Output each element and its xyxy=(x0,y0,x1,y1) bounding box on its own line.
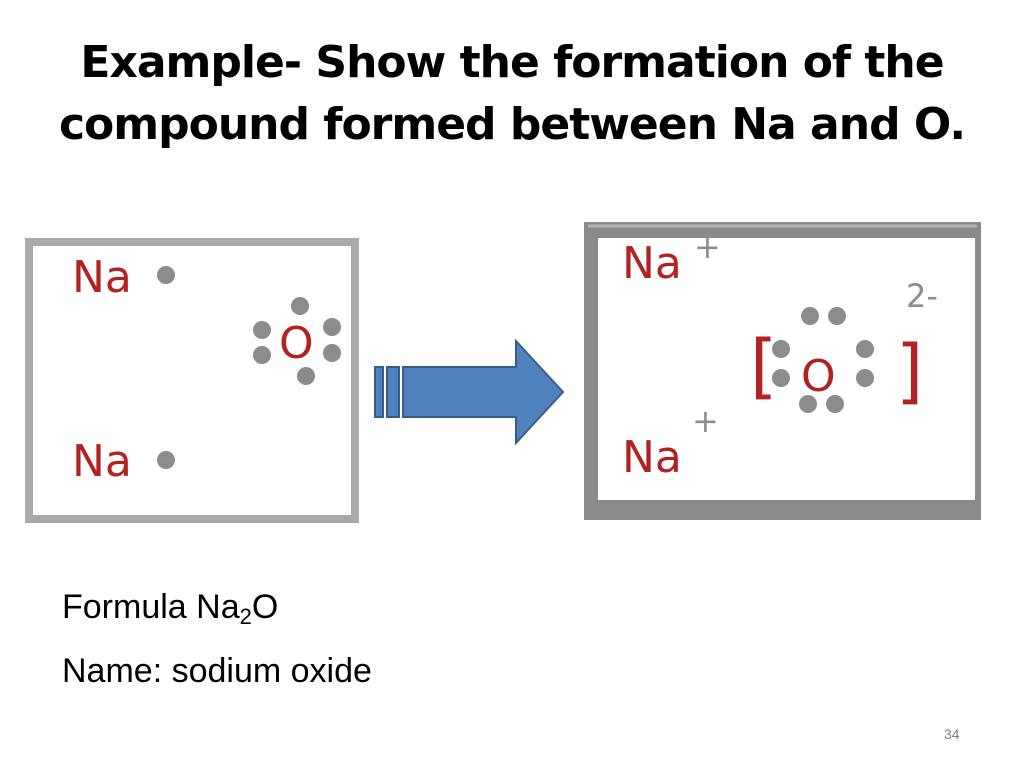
sodium-charge-top: + xyxy=(694,228,721,266)
electron-dot xyxy=(801,307,819,325)
electron-dot xyxy=(828,307,846,325)
electron-dot xyxy=(856,369,874,387)
electron-dot xyxy=(772,369,790,387)
electron-dot xyxy=(323,318,341,336)
arrow-head xyxy=(402,338,565,446)
sodium-symbol-top: Na xyxy=(72,252,132,303)
electron-dot xyxy=(253,346,271,364)
formula-subscript: 2 xyxy=(239,604,252,629)
bracket-left: [ xyxy=(750,325,777,407)
slide-title: Example- Show the formation of the compo… xyxy=(0,32,1024,156)
oxygen-symbol: O xyxy=(279,318,314,369)
arrow-tail-bar xyxy=(374,366,384,418)
reactants-panel: Na Na O xyxy=(25,238,359,523)
bracket-right: ] xyxy=(896,330,923,412)
compound-name: Name: sodium oxide xyxy=(62,652,372,690)
electron-dot xyxy=(297,367,315,385)
arrow-tail-bar xyxy=(386,366,400,418)
electron-dot xyxy=(799,395,817,413)
product-box-inner xyxy=(598,238,975,500)
electron-dot xyxy=(291,297,309,315)
title-line-2: compound formed between Na and O. xyxy=(58,99,966,150)
title-line-1: Example- Show the formation of the xyxy=(80,37,944,88)
formula-line: Formula Na2O xyxy=(62,587,279,629)
electron-dot xyxy=(157,266,175,284)
electron-dot xyxy=(253,321,271,339)
page-number: 34 xyxy=(944,726,960,742)
formula-label: Formula Na xyxy=(62,588,240,626)
electron-dot xyxy=(826,395,844,413)
formula-suffix: O xyxy=(251,588,279,626)
sodium-symbol-bottom: Na xyxy=(72,436,132,487)
sodium-ion-bottom: Na xyxy=(622,432,682,483)
sodium-ion-top: Na xyxy=(622,238,682,289)
reaction-arrow xyxy=(374,338,565,446)
product-panel: Na + Na + [ ] 2- O xyxy=(584,222,981,520)
electron-dot xyxy=(772,340,790,358)
electron-dot xyxy=(856,340,874,358)
electron-dot xyxy=(157,451,175,469)
oxide-symbol: O xyxy=(801,351,836,402)
oxide-charge: 2- xyxy=(906,277,938,315)
sodium-charge-bottom: + xyxy=(692,402,719,440)
electron-dot xyxy=(323,344,341,362)
